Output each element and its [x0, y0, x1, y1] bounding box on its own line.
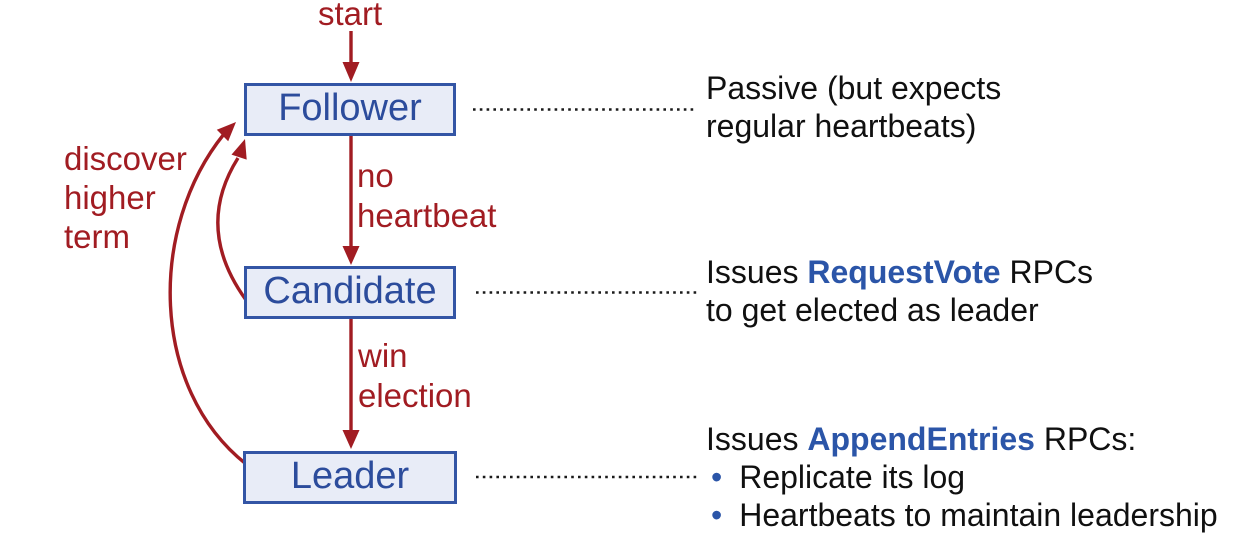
- bullet-icon: •: [711, 497, 723, 533]
- candidate-to-follower-arrow: [216, 157, 248, 301]
- follower-annotation-line1: Passive (but expects: [706, 70, 1002, 106]
- follower-annotation-line2: regular heartbeats): [706, 108, 977, 144]
- no-heartbeat-label-line2: heartbeat: [357, 197, 497, 234]
- candidate-annotation: Issues RequestVote RPCs to get elected a…: [706, 253, 1093, 329]
- state-label-follower: Follower: [278, 87, 422, 129]
- leader-bullet-replicate-log: • Replicate its log: [706, 458, 1218, 496]
- win-election-label-line1: win: [358, 337, 408, 374]
- discover-label-line2: higher: [64, 179, 156, 216]
- no-heartbeat-label-line1: no: [357, 157, 394, 194]
- no-heartbeat-label: no heartbeat: [357, 156, 496, 236]
- leader-bullet-heartbeats-text: Heartbeats to maintain leadership: [739, 497, 1218, 533]
- state-label-candidate: Candidate: [263, 270, 437, 312]
- state-label-leader: Leader: [290, 455, 410, 497]
- candidate-annotation-suffix: RPCs: [1000, 254, 1094, 290]
- candidate-to-follower-arrowhead: [231, 139, 247, 160]
- leader-annotation-prefix: Issues: [706, 421, 808, 457]
- win-election-arrowhead: [342, 430, 360, 449]
- leader-annotation: Issues AppendEntries RPCs: • Replicate i…: [706, 420, 1218, 534]
- state-box-leader: Leader: [243, 451, 457, 504]
- discover-label-line1: discover: [64, 140, 187, 177]
- state-box-candidate: Candidate: [244, 266, 456, 319]
- state-box-follower: Follower: [244, 83, 456, 136]
- leader-to-follower-arrow: [168, 132, 248, 466]
- discover-higher-term-label: discover higher term: [64, 139, 187, 256]
- leader-bullet-heartbeats: • Heartbeats to maintain leadership: [706, 496, 1218, 534]
- candidate-annotation-line1: Issues RequestVote RPCs: [706, 253, 1093, 291]
- requestvote-rpc-name: RequestVote: [807, 254, 1001, 290]
- leader-annotation-suffix: RPCs:: [1034, 421, 1137, 457]
- leader-bullet-replicate-log-text: Replicate its log: [739, 459, 966, 495]
- start-arrowhead: [342, 62, 360, 82]
- win-election-label: win election: [358, 336, 472, 416]
- no-heartbeat-arrowhead: [342, 246, 360, 265]
- leader-to-follower-arrowhead: [216, 122, 236, 142]
- candidate-annotation-line2: to get elected as leader: [706, 292, 1039, 328]
- start-label: start: [318, 0, 383, 32]
- candidate-annotation-prefix: Issues: [706, 254, 808, 290]
- leader-annotation-line1: Issues AppendEntries RPCs:: [706, 420, 1218, 458]
- appendentries-rpc-name: AppendEntries: [807, 421, 1035, 457]
- discover-label-line3: term: [64, 218, 130, 255]
- follower-annotation: Passive (but expects regular heartbeats): [706, 69, 1001, 145]
- bullet-icon: •: [711, 459, 723, 495]
- win-election-label-line2: election: [358, 377, 472, 414]
